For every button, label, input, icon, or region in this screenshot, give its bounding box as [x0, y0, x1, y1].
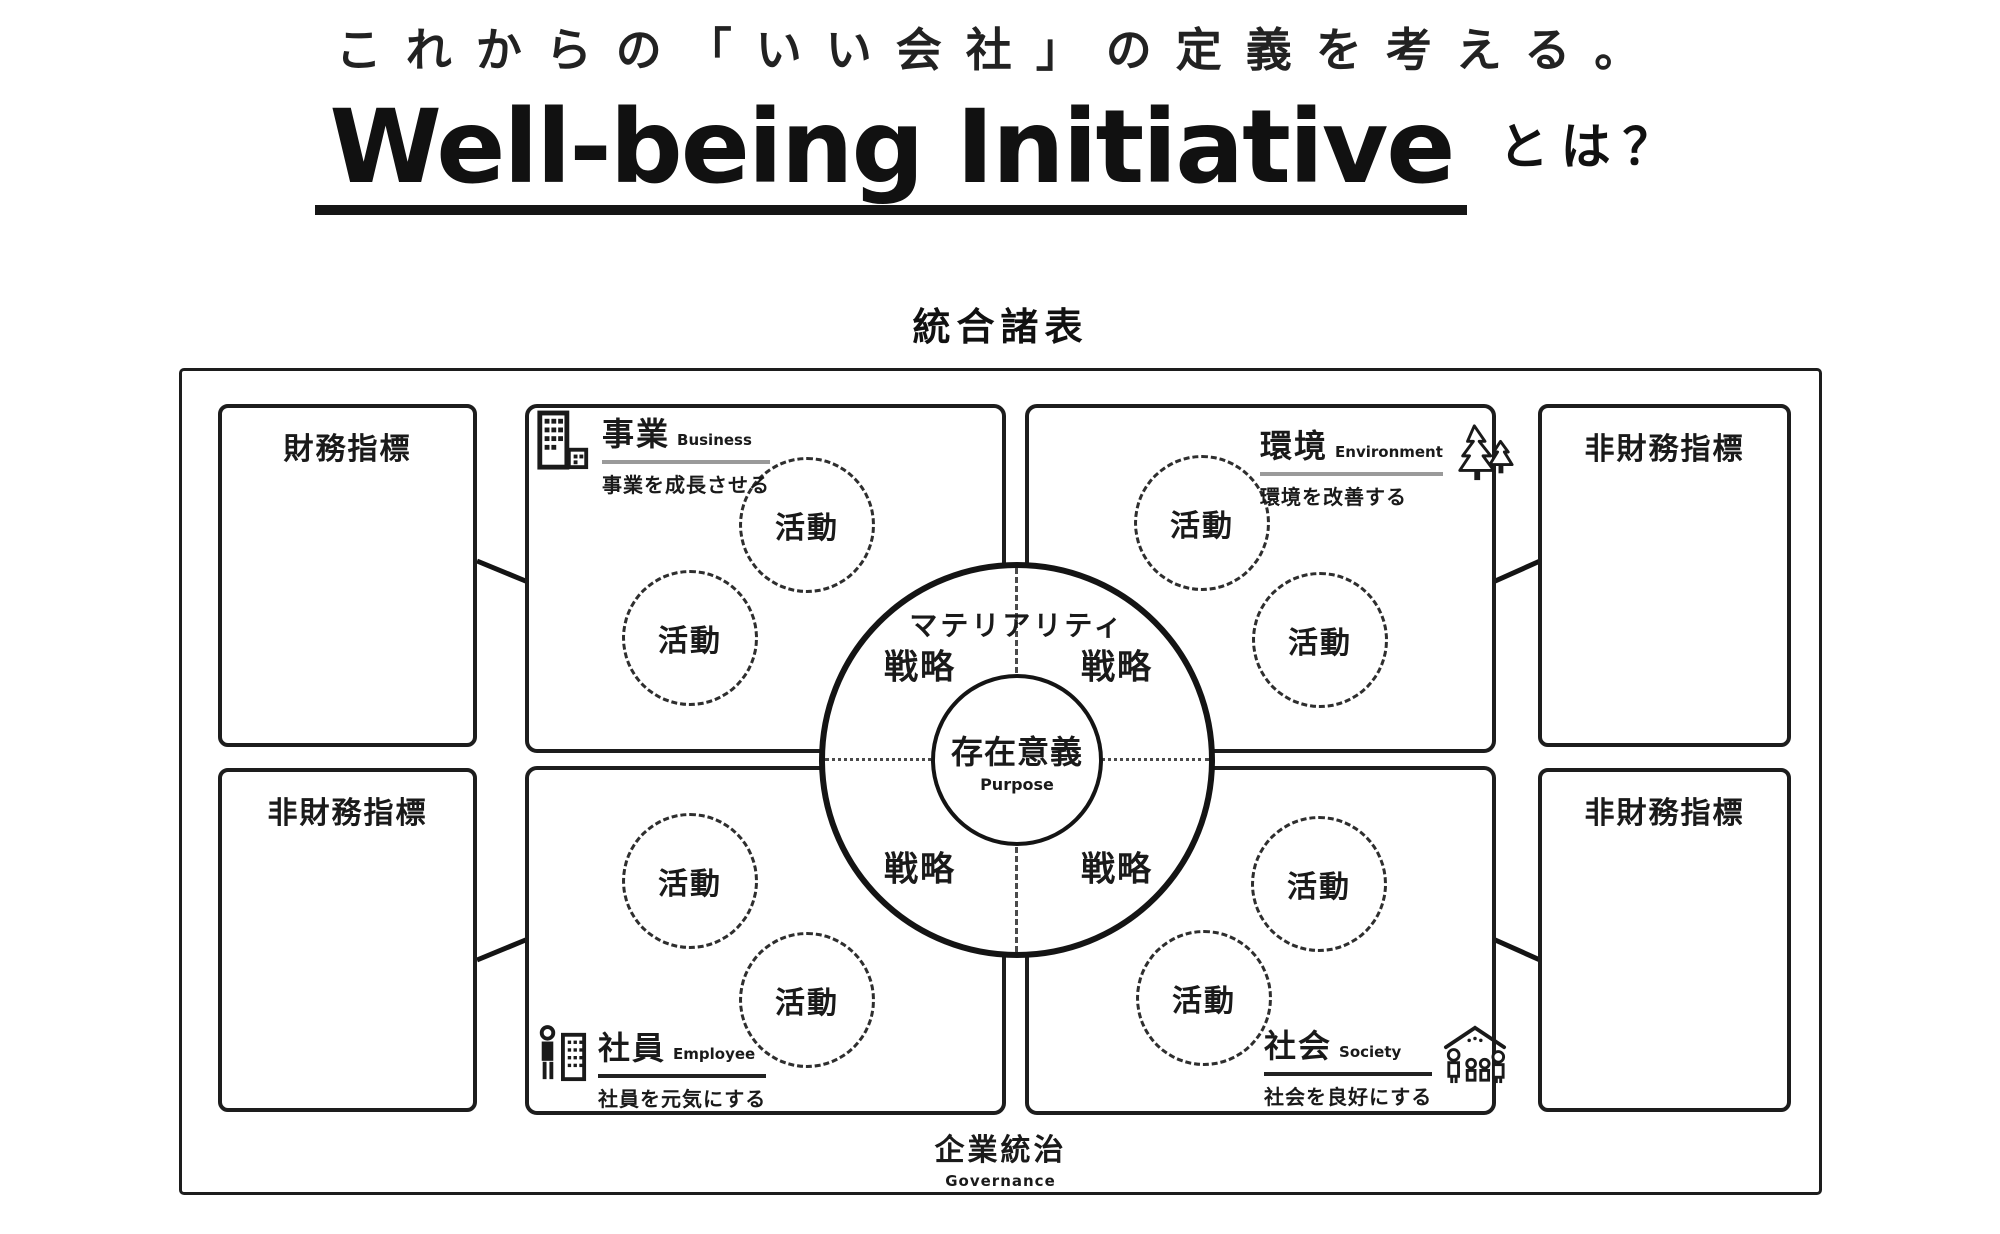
environment-title-jp: 環境: [1260, 427, 1329, 465]
environment-header: 環境 Environment 環境を改善する: [1260, 421, 1515, 510]
environment-subtitle: 環境を改善する: [1260, 485, 1407, 509]
metric-box-label: 非財務指標: [267, 796, 428, 831]
purpose-label-en: Purpose: [980, 774, 1054, 794]
business-header-text: 事業 Business 事業を成長させる: [602, 409, 770, 498]
hero-title-english: Well-being Initiative: [315, 94, 1468, 216]
metric-box-label: 非財務指標: [1584, 796, 1745, 831]
governance-jp: 企業統治: [934, 1133, 1067, 1168]
strategy-label: 戦略: [884, 647, 956, 688]
activity-circle: 活動: [739, 457, 875, 593]
society-title-jp: 社会: [1264, 1027, 1333, 1065]
employee-header: 社員 Employee 社員を元気にする: [534, 1023, 767, 1112]
activity-label: 活動: [1170, 509, 1234, 544]
governance-en: Governance: [945, 1172, 1056, 1190]
activity-circle: 活動: [1251, 816, 1387, 952]
employee-header-text: 社員 Employee 社員を元気にする: [598, 1023, 767, 1112]
society-header: 社会 Society 社会を良好にする: [1264, 1021, 1508, 1110]
business-title-en: Business: [677, 431, 752, 449]
employee-title-jp: 社員: [598, 1029, 667, 1067]
strategy-label: 戦略: [1081, 849, 1153, 890]
business-header: 事業 Business 事業を成長させる: [534, 409, 770, 498]
activity-label: 活動: [775, 986, 839, 1021]
purpose-circle: 存在意義 Purpose: [931, 674, 1103, 846]
society-subtitle: 社会を良好にする: [1264, 1085, 1433, 1109]
hero-subtitle: これからの「いい会社」の定義を考える。: [335, 23, 1665, 77]
board-title: 統合諸表: [912, 305, 1089, 349]
quadrant-society: [1025, 766, 1496, 1115]
materiality-circle: マテリアリティ 戦略 戦略 戦略 戦略 存在意義 Purpose: [819, 562, 1215, 958]
employee-icon: [539, 1025, 587, 1082]
activity-label: 活動: [658, 624, 722, 659]
strategy-label: 戦略: [884, 849, 956, 890]
activity-label: 活動: [658, 867, 722, 902]
hero-title-suffix: とは？: [1498, 118, 1685, 176]
trees-icon: [1458, 424, 1514, 481]
header-rule: [602, 460, 770, 464]
connector-right-bottom: [1491, 936, 1542, 963]
metric-box-financial: 財務指標: [218, 404, 477, 747]
activity-circle: 活動: [1134, 455, 1270, 591]
environment-title-en: Environment: [1335, 443, 1443, 461]
family-icon: [1444, 1025, 1507, 1084]
activity-circle: 活動: [739, 932, 875, 1068]
activity-circle: 活動: [622, 813, 758, 949]
activity-circle: 活動: [1252, 572, 1388, 708]
connector-right-top: [1491, 558, 1542, 585]
business-title-jp: 事業: [602, 415, 671, 453]
metric-box-nonfinancial-bottom-right: 非財務指標: [1538, 768, 1791, 1112]
header-rule: [1264, 1072, 1433, 1076]
purpose-label-jp: 存在意義: [950, 732, 1083, 771]
connector-lines: [476, 558, 1542, 963]
header-rule: [1260, 472, 1443, 476]
activity-circle: 活動: [622, 570, 758, 706]
society-header-text: 社会 Society 社会を良好にする: [1264, 1021, 1433, 1110]
activity-label: 活動: [1287, 870, 1351, 905]
hero: これからの「いい会社」の定義を考える。 Well-being Initiativ…: [0, 14, 2000, 216]
hero-title: Well-being Initiative とは？: [0, 94, 2000, 216]
strategy-label: 戦略: [1081, 647, 1153, 688]
metric-box-label: 財務指標: [283, 432, 412, 467]
governance-label: 企業統治 Governance: [182, 1125, 1819, 1190]
materiality-label: マテリアリティ: [909, 609, 1125, 642]
environment-header-text: 環境 Environment 環境を改善する: [1260, 421, 1443, 510]
metric-box-nonfinancial-top-right: 非財務指標: [1538, 404, 1791, 747]
employee-subtitle: 社員を元気にする: [598, 1087, 767, 1111]
activity-label: 活動: [775, 511, 839, 546]
business-subtitle: 事業を成長させる: [602, 473, 770, 497]
header-rule: [598, 1074, 767, 1078]
activity-label: 活動: [1288, 626, 1352, 661]
activity-label: 活動: [1172, 984, 1236, 1019]
connector-left-top: [476, 558, 529, 585]
activity-circle: 活動: [1136, 930, 1272, 1066]
metric-box-label: 非財務指標: [1584, 432, 1745, 467]
society-title-en: Society: [1339, 1043, 1402, 1061]
metric-box-nonfinancial-left: 非財務指標: [218, 768, 477, 1112]
employee-title-en: Employee: [673, 1045, 756, 1063]
building-icon: [537, 410, 589, 470]
connector-left-bottom: [476, 936, 529, 963]
integrated-statements-board: 財務指標 非財務指標 非財務指標 非財務指標 活動 活動 活動 活動 活動 活動…: [179, 368, 1822, 1195]
